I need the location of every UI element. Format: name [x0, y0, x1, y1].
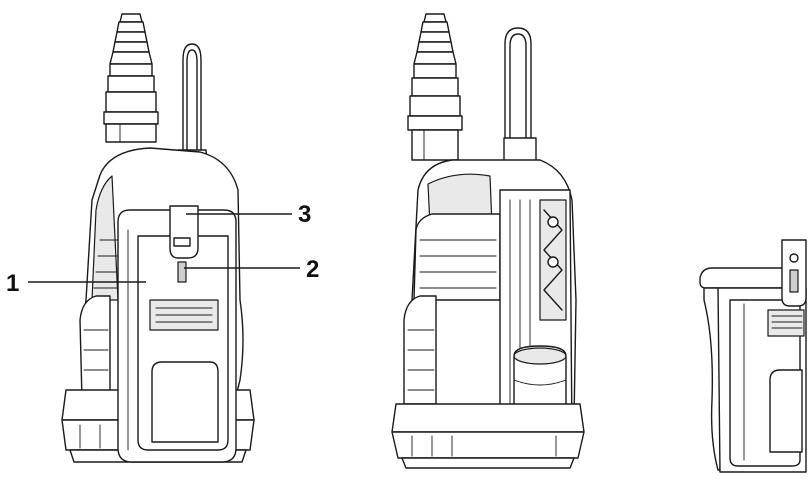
float-switch-cable-middle — [503, 27, 537, 163]
detached-bracket — [699, 239, 807, 473]
bracket-view-detached — [699, 239, 807, 473]
pump-housing-middle — [391, 159, 585, 469]
callout-2: 2 — [184, 256, 319, 283]
pump-view-assembled: 3 2 1 — [6, 13, 319, 463]
callout-1-label: 1 — [6, 270, 19, 297]
callout-2-label: 2 — [306, 256, 319, 283]
callout-3: 3 — [186, 201, 311, 228]
hose-connector-left — [103, 13, 159, 143]
callout-1: 1 — [6, 270, 146, 297]
front-bracket-left — [117, 205, 237, 463]
hose-connector-middle — [407, 13, 463, 161]
callout-3-label: 3 — [298, 201, 311, 228]
pump-view-no-bracket — [391, 13, 585, 469]
